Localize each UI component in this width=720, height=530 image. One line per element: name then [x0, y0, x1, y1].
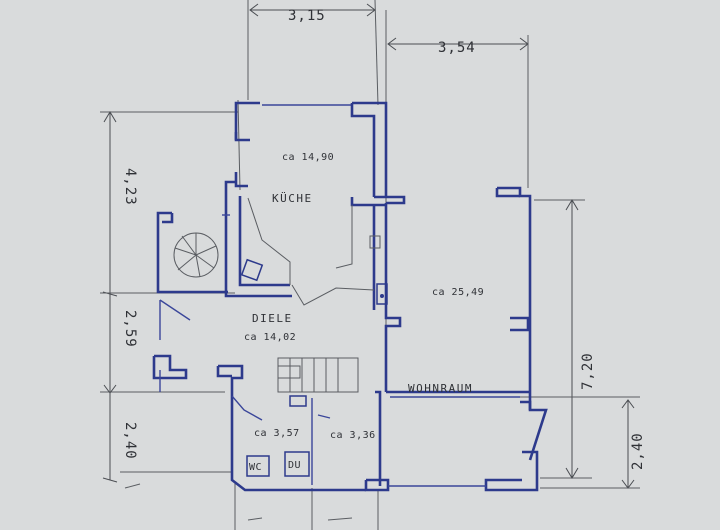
dim-top-left: 3,15: [288, 8, 326, 24]
dim-top-right: 3,54: [438, 40, 476, 56]
dim-right-lower: 2,40: [630, 432, 646, 470]
dim-left-middle: 2,59: [122, 310, 138, 348]
small-room-left-area-label: ca 3,57: [254, 428, 300, 439]
diele-name-label: DIELE: [252, 312, 293, 325]
dim-right-upper: 7,20: [580, 352, 596, 390]
room-labels: ca 14,90 KÜCHE DIELE ca 14,02 ca 25,49 W…: [244, 152, 484, 473]
dimension-labels: 3,15 3,54 4,23 2,59 2,40 7,20 2,40: [122, 8, 646, 470]
wohnraum-area-label: ca 25,49: [432, 287, 484, 298]
spiral-stair: [173, 232, 219, 278]
dimension-lines: [100, 0, 640, 530]
wohnraum-name-label: WOHNRAUM: [408, 382, 473, 395]
dim-left-lower: 2,40: [122, 422, 138, 460]
dim-left-upper: 4,23: [122, 168, 138, 206]
kueche-name-label: KÜCHE: [272, 192, 313, 205]
walls: [152, 101, 548, 492]
kueche-area-label: ca 14,90: [282, 152, 334, 163]
small-room-right-area-label: ca 3,36: [330, 430, 376, 441]
diele-area-label: ca 14,02: [244, 332, 296, 343]
interior-stair: [277, 357, 359, 407]
du-label: DU: [288, 460, 301, 471]
wc-label: WC: [249, 462, 262, 473]
